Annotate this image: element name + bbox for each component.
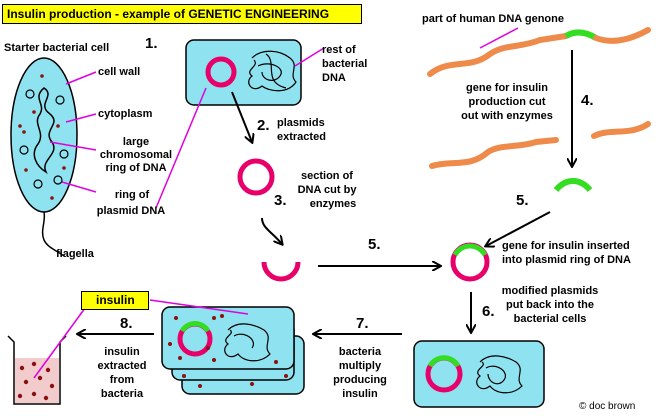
starter-bacterial-cell — [10, 57, 97, 257]
cut-dna-strand-left — [429, 137, 559, 169]
rest-dna-label-line1: rest of — [322, 44, 356, 56]
plasmids-extracted-line1: plasmids — [277, 117, 325, 129]
section-cut-line1: section of — [301, 170, 353, 182]
modified-plasmids-line1: modified plasmids — [501, 285, 599, 297]
insulin-box-label: insulin — [81, 291, 149, 310]
extracted-line1: insulin — [104, 346, 140, 358]
extracted-line3: from — [109, 374, 135, 386]
plasmid-ring — [53, 175, 63, 185]
plasmid-ring — [19, 145, 29, 155]
human-dna-strand — [593, 27, 651, 44]
inserted-gene — [427, 355, 461, 368]
plasmid-source-bacterium — [155, 39, 325, 209]
cut-plasmid — [261, 261, 301, 282]
multiply-line1: bacteria — [338, 346, 382, 358]
multiply-line2: multiply — [338, 360, 382, 372]
step-3-number: 3. — [274, 192, 287, 209]
flagellum — [41, 211, 65, 257]
gene-inserted-line1: gene for insulin inserted — [502, 240, 630, 252]
arrow-step-2 — [231, 91, 252, 142]
diagram-title: Insulin production - example of GENETIC … — [2, 4, 362, 24]
plasmids-extracted-line2: extracted — [277, 131, 326, 143]
insulin-dots-beaker — [17, 361, 55, 401]
extracted-line4: bacteria — [100, 388, 144, 400]
step-2-number: 2. — [257, 117, 270, 134]
rest-dna-label-line3: DNA — [322, 72, 346, 84]
bacterial-chromosome — [476, 355, 523, 394]
beaker-liquid — [15, 358, 59, 403]
cell-wall — [10, 57, 78, 213]
step-4-number: 4. — [581, 92, 594, 109]
section-cut-line2: DNA cut by — [297, 184, 357, 196]
multiply-line4: insulin — [342, 388, 378, 400]
inserted-gene — [452, 243, 488, 257]
plasmid-ring — [59, 149, 69, 159]
insulin-dots-bacteria — [168, 314, 288, 388]
plasmid-ring — [205, 56, 237, 88]
flagella-label: flagella — [56, 248, 94, 260]
plasmid-ring — [33, 179, 43, 189]
ring-plasmid-label-line1: ring of — [114, 189, 150, 201]
gene-cut-line1: gene for insulin — [466, 82, 548, 94]
gene-cut-line2: production cut — [468, 96, 546, 108]
bacterium-body — [413, 340, 545, 408]
cut-dna-strand-right — [591, 121, 651, 139]
beaker-leader — [33, 303, 89, 379]
bacterium-body — [185, 39, 302, 106]
multiplied-bacteria — [149, 299, 305, 395]
plasmid-ring — [55, 95, 65, 105]
rest-dna-label-line2: bacterial — [322, 58, 368, 70]
insulin-gene-in-dna — [564, 29, 598, 41]
ring-plasmid-leader — [155, 87, 207, 209]
step-5-number-plasmid: 5. — [368, 236, 381, 253]
ring-plasmid-label-line2: plasmid DNA — [96, 205, 166, 217]
cell-leader-lines — [49, 71, 97, 193]
step-7-number: 7. — [356, 315, 369, 332]
arrow-step-5-gene — [486, 211, 551, 246]
cytoplasm-dots — [18, 74, 66, 200]
plasmid-rings — [19, 89, 69, 189]
plasmid-ring — [25, 89, 35, 99]
extracted-plasmid — [237, 158, 275, 196]
rest-dna-leader — [294, 47, 325, 67]
insulin-gene-fragment — [553, 178, 593, 193]
step-5-number-gene: 5. — [516, 192, 529, 209]
starter-cell-label: Starter bacterial cell — [4, 42, 110, 54]
chromosome-label-line2: chromosomal — [99, 149, 173, 161]
human-dna-leader — [479, 27, 519, 49]
step-1-number: 1. — [145, 35, 158, 52]
arrow-step-3 — [261, 217, 282, 244]
modified-bacterium — [413, 340, 545, 408]
bacterial-chromosome — [248, 50, 297, 92]
inserted-gene — [179, 320, 211, 333]
extracted-line2: extracted — [97, 360, 147, 372]
credit-label: © doc brown — [579, 401, 636, 412]
step-8-number: 8. — [120, 315, 133, 332]
bacterial-chromosome — [224, 323, 271, 362]
human-dna-strand — [427, 33, 569, 77]
cell-wall-label: cell wall — [98, 66, 141, 78]
insulin-source-leader — [149, 299, 249, 315]
cytoplasm-label: cytoplasm — [98, 108, 153, 120]
gene-inserted-line2: into plasmid ring of DNA — [502, 254, 631, 266]
chromosome-label-line3: ring of DNA — [105, 162, 167, 174]
step-6-number: 6. — [482, 303, 495, 320]
modified-plasmids-line3: bacterial cells — [513, 313, 587, 325]
chromosome-label-line1: large — [122, 136, 150, 148]
section-cut-line3: enzymes — [309, 198, 357, 210]
human-dna-label: part of human DNA genone — [422, 13, 564, 25]
modified-plasmids-line2: put back into the — [506, 299, 594, 311]
beaker — [7, 303, 89, 405]
multiply-line3: producing — [333, 374, 387, 386]
gene-cut-line3: out with enzymes — [461, 110, 553, 122]
chromosomal-dna — [33, 87, 55, 174]
human-dna — [427, 27, 651, 169]
